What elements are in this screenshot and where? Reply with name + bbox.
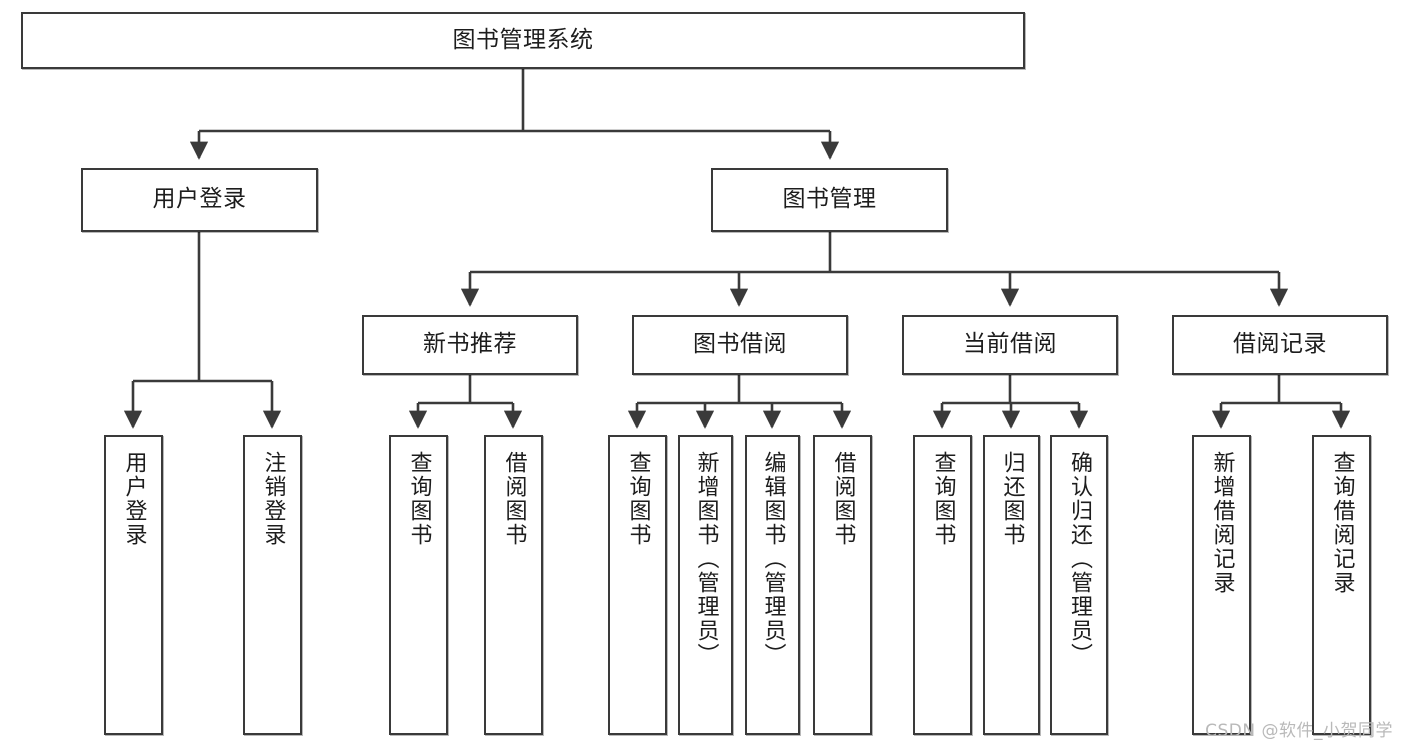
leaf-edit-book-admin[interactable]: 编辑图书（管理员） [745, 435, 800, 735]
node-label: 查询图书 [625, 451, 651, 547]
node-label: 借阅图书 [501, 451, 527, 547]
node-new-book-recommend[interactable]: 新书推荐 [362, 315, 578, 375]
node-book-borrow[interactable]: 图书借阅 [632, 315, 848, 375]
node-label: 查询借阅记录 [1329, 451, 1355, 595]
leaf-query-book-borrow[interactable]: 查询图书 [608, 435, 667, 735]
leaf-borrow-book[interactable]: 借阅图书 [813, 435, 872, 735]
node-label: 用户登录 [121, 451, 147, 547]
leaf-return-book[interactable]: 归还图书 [983, 435, 1040, 735]
node-label: 新增图书（管理员） [693, 451, 719, 667]
node-label: 新增借阅记录 [1209, 451, 1235, 595]
csdn-watermark: CSDN @软件_小贺同学 [1205, 721, 1393, 741]
leaf-add-borrow-record[interactable]: 新增借阅记录 [1192, 435, 1251, 735]
node-user-login[interactable]: 用户登录 [81, 168, 318, 232]
node-borrow-records[interactable]: 借阅记录 [1172, 315, 1388, 375]
node-label: 新书推荐 [423, 331, 517, 358]
node-label: 图书管理 [782, 186, 877, 213]
leaf-add-book-admin[interactable]: 新增图书（管理员） [678, 435, 733, 735]
node-label: 借阅记录 [1233, 331, 1327, 358]
leaf-user-login[interactable]: 用户登录 [104, 435, 163, 735]
node-label: 确认归还（管理员） [1067, 451, 1092, 667]
leaf-logout[interactable]: 注销登录 [243, 435, 302, 735]
node-book-management[interactable]: 图书管理 [711, 168, 948, 232]
node-current-borrow[interactable]: 当前借阅 [902, 315, 1118, 375]
node-label: 归还图书 [999, 451, 1025, 547]
node-label: 借阅图书 [830, 451, 856, 547]
node-label: 注销登录 [260, 451, 286, 547]
leaf-query-book-current[interactable]: 查询图书 [913, 435, 972, 735]
node-label: 图书管理系统 [452, 26, 594, 53]
node-label: 编辑图书（管理员） [760, 451, 786, 667]
node-root-system[interactable]: 图书管理系统 [21, 12, 1025, 69]
leaf-borrow-book-recommend[interactable]: 借阅图书 [484, 435, 543, 735]
node-label: 图书借阅 [693, 331, 787, 358]
node-label: 查询图书 [930, 451, 956, 547]
node-label: 用户登录 [152, 186, 247, 213]
leaf-query-borrow-record[interactable]: 查询借阅记录 [1312, 435, 1371, 735]
node-label: 当前借阅 [963, 331, 1057, 358]
leaf-confirm-return-admin[interactable]: 确认归还（管理员） [1050, 435, 1108, 735]
leaf-query-book-recommend[interactable]: 查询图书 [389, 435, 448, 735]
node-label: 查询图书 [406, 451, 432, 547]
